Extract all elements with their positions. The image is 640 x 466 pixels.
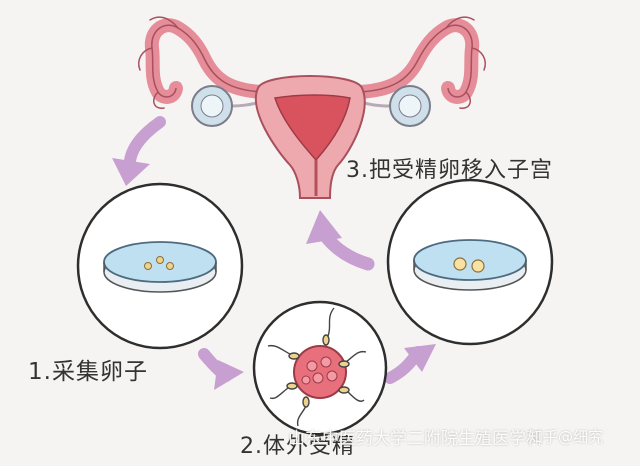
arrow-fertilization-to-dish	[384, 344, 436, 384]
step-3-label: 3.把受精卵移入子宫	[346, 158, 553, 183]
arrow-ovary-to-dish	[112, 116, 166, 186]
step-2-label: 2.体外受精	[240, 434, 355, 459]
egg-dish-icon	[76, 182, 244, 350]
fertilized-egg-dish-icon	[386, 178, 554, 346]
watermark-site: 知乎@细究	[528, 428, 604, 446]
arrow-dish-to-fertilization	[198, 348, 244, 390]
arrow-dish-to-uterus	[306, 210, 375, 271]
watermark-org: 山东中医药大学二附院生殖医学科	[288, 429, 543, 449]
step-1-label: 1.采集卵子	[28, 359, 148, 385]
sperm-egg-icon	[252, 300, 388, 436]
uterus-icon	[138, 16, 486, 199]
